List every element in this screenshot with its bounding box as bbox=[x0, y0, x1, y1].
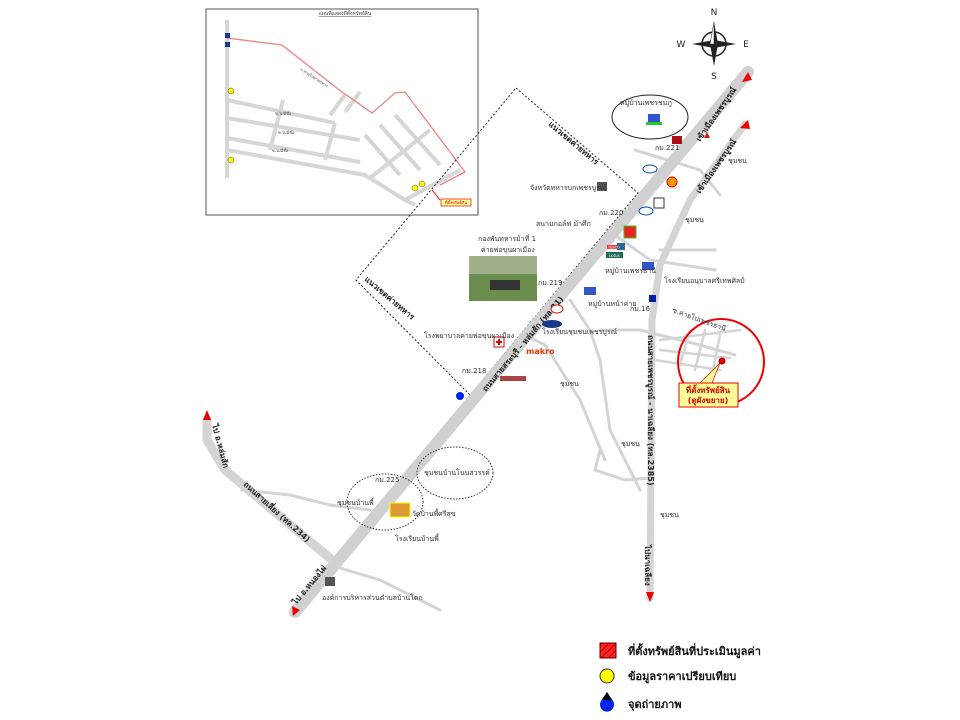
comparable-marker bbox=[227, 156, 235, 164]
property-marker bbox=[718, 357, 726, 365]
shell-icon bbox=[666, 176, 678, 188]
place-label: กองพันทหารม้าที่ 1 bbox=[478, 234, 536, 243]
arrow-to-phetchabun bbox=[742, 72, 752, 82]
mitsubishi-icon bbox=[704, 132, 710, 138]
government-building-icon bbox=[597, 182, 607, 191]
highway-2385-label: ถนนสายเพชรบูรณ์ - นาเฉลียง (ทล.2385) bbox=[645, 335, 656, 485]
inset-soi-label: ซ.ไม่มีชื่อ bbox=[275, 111, 292, 116]
km-label: กม.221 bbox=[655, 144, 679, 152]
place-label: สนามกอล์ฟ ม้าศึก bbox=[536, 219, 591, 228]
roads bbox=[202, 66, 754, 618]
legend-label: ข้อมูลราคาเปรียบเทียบ bbox=[628, 670, 736, 684]
community-label: ชุมชน bbox=[685, 216, 704, 224]
shop-icon bbox=[500, 376, 526, 381]
military-zone-boundary bbox=[355, 87, 639, 396]
esso-icon bbox=[642, 164, 658, 174]
km-label: กม.225 bbox=[375, 476, 399, 484]
lotus-icon bbox=[606, 252, 623, 258]
community-outline bbox=[346, 473, 424, 531]
arrow-to-phetchabun-2 bbox=[740, 120, 750, 129]
legend: ที่ตั้งทรัพย์สินที่ประเมินมูลค่า ข้อมูลร… bbox=[599, 642, 761, 712]
place-label: องค์การบริหารส่วนตำบลบ้านโตก bbox=[322, 593, 423, 602]
compass-icon: N S E W bbox=[677, 8, 750, 82]
honda-icon bbox=[653, 197, 665, 209]
inset-title: แผนที่แสดงที่ตั้งทรัพย์สิน bbox=[319, 8, 372, 17]
military-zone-label: แนวเขตค่ายทหาร bbox=[547, 120, 601, 167]
village-outline bbox=[611, 94, 689, 140]
village-icon bbox=[648, 114, 660, 122]
community-label: ชุมชน bbox=[621, 440, 640, 448]
tesco-label: TESCO bbox=[607, 246, 620, 250]
bank-icon bbox=[617, 243, 625, 250]
to-nachaliang-label: ไปนาเฉลียง bbox=[643, 544, 653, 586]
makro-label: makro bbox=[526, 347, 555, 356]
community-label: ชุมชน bbox=[660, 511, 679, 519]
community-label: ชุมชน bbox=[560, 380, 579, 388]
to-phetchabun-label-2: เข้าเมืองเพชรบูรณ์ bbox=[693, 137, 739, 196]
community-label: ชุมชน bbox=[728, 157, 747, 165]
village-icon bbox=[642, 262, 654, 270]
compass-w: W bbox=[677, 40, 686, 50]
place-label: หมู่บ้านเพชรชมภู bbox=[620, 99, 672, 107]
compass-s: S bbox=[711, 72, 717, 82]
arrow-to-nachaliang bbox=[646, 592, 654, 602]
tesco-icon bbox=[607, 245, 617, 249]
military-zone-label: แนวเขตค่ายทหาร bbox=[363, 275, 417, 322]
place-label: ชุมชนบ้านโนนสวรรค์ bbox=[424, 468, 490, 477]
comparable-marker bbox=[227, 87, 235, 95]
km-label: กม.218 bbox=[462, 367, 486, 375]
legend-label: จุดถ่ายภาพ bbox=[628, 698, 682, 712]
arrow-to-lomsak bbox=[203, 410, 211, 420]
place-label: หมู่บ้านหน้าค่าย bbox=[588, 300, 636, 308]
bypass-label: ถนนสายเลี่ยง (ทล.234) bbox=[242, 478, 313, 544]
community-outline bbox=[416, 446, 494, 500]
comparable-marker bbox=[418, 180, 426, 188]
place-label: หมู่บ้านเพชรธานี bbox=[605, 267, 656, 275]
km-label: กม.16 bbox=[630, 305, 651, 313]
toyota-icon bbox=[550, 304, 564, 314]
comparable-marker bbox=[411, 184, 419, 192]
photo-point-icon bbox=[649, 295, 656, 302]
government-building-icon bbox=[325, 577, 335, 586]
to-phetchabun-label: เข้าเมืองเพชรบูรณ์ bbox=[693, 85, 739, 144]
compass-e: E bbox=[743, 40, 749, 50]
inset-property-label: ที่ตั้งทรัพย์สิน bbox=[445, 198, 468, 205]
photo-point-icon bbox=[225, 33, 230, 38]
temple-icon bbox=[389, 502, 411, 518]
village-icon bbox=[584, 287, 596, 295]
place-label: วัดบ้านพี้ศรีสุข bbox=[412, 507, 456, 518]
yellow-circle-icon bbox=[599, 668, 615, 684]
photo-point-icon bbox=[456, 392, 464, 400]
place-label: ชุมชนบ้านพี้ bbox=[337, 496, 375, 507]
landmark-icon bbox=[672, 136, 682, 144]
blue-drop-icon bbox=[600, 692, 614, 712]
legend-label: ที่ตั้งทรัพย์สินที่ประเมินมูลค่า bbox=[628, 643, 761, 659]
photo-point-icon bbox=[225, 42, 230, 47]
inset-soi-label: ซ.ไม่มีชื่อ bbox=[278, 130, 295, 135]
esso-icon bbox=[638, 206, 654, 216]
property-callout-title: ที่ตั้งทรัพย์สิน bbox=[686, 384, 731, 395]
lotus-label: Lotus bbox=[609, 253, 620, 258]
place-label: โรงพยาบาลค่ายพ่อขุนผาเมือง bbox=[424, 331, 514, 340]
km-label: กม.220 bbox=[599, 209, 623, 217]
place-label: ค่ายพ่อขุนผาเมือง bbox=[481, 246, 535, 254]
hatched-red-square-icon bbox=[599, 642, 617, 659]
place-label: โรงเรียนอนุบาลศรีเทพศิลป์ bbox=[664, 276, 745, 285]
arrow-to-nongphai bbox=[292, 606, 300, 616]
property-callout bbox=[678, 382, 739, 408]
property-callout-subtitle: (ดูผังขยาย) bbox=[688, 396, 728, 406]
place-label: จังหวัดทหารบกเพชรบูรณ์ bbox=[530, 184, 607, 192]
compass-n: N bbox=[711, 8, 718, 18]
inset-map: แผนที่แสดงที่ตั้งทรัพย์สิน ถ.สายไปค่ายทห… bbox=[205, 8, 479, 216]
store-icon bbox=[623, 225, 637, 239]
place-label: โรงเรียนบ้านพี้ bbox=[395, 532, 440, 543]
place-label: โรงเรียนชุมชนเพชรบูรณ์ bbox=[542, 327, 618, 336]
ford-icon bbox=[542, 320, 562, 328]
inset-soi-label: ซ.ไม่มีชื่อ bbox=[272, 148, 289, 153]
km-label: กม.219 bbox=[538, 279, 562, 287]
